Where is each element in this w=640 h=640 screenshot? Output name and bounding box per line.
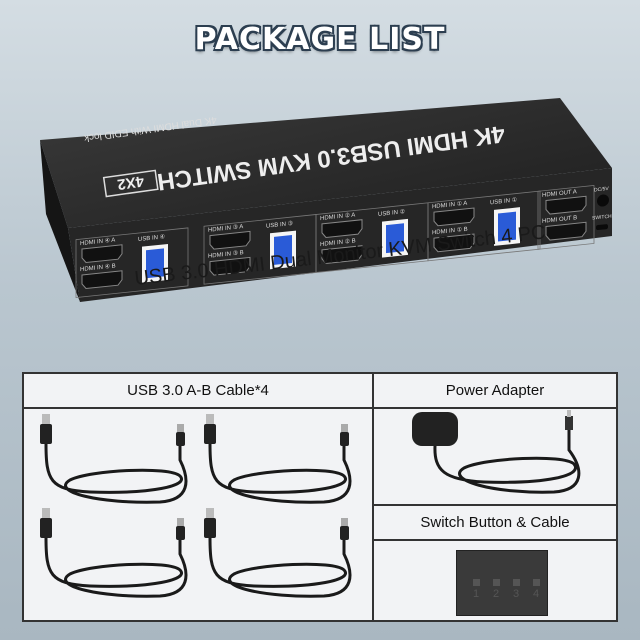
switch-header: Switch Button & Cable: [374, 506, 616, 541]
page-title: PACKAGE LIST: [194, 22, 446, 57]
switch-button-3: 3: [511, 579, 521, 600]
port-group: [427, 190, 541, 262]
hdmi-out-b-label: HDMI OUT B: [542, 215, 577, 225]
hdmi-port: [81, 270, 123, 290]
switch-number: 3: [512, 588, 520, 600]
hdmi-port: [433, 233, 475, 253]
switch-number: 4: [532, 588, 540, 600]
dc-power-jack: [597, 194, 609, 207]
hdmi-port: [209, 230, 251, 250]
kvm-switch-device: 4K Dual HDMI With EDID lock 4K HDMI USB3…: [40, 98, 612, 302]
hdmi-out-a-label: HDMI OUT A: [542, 189, 577, 199]
hdmi-port: [81, 244, 123, 264]
port-group: [75, 227, 189, 299]
hdmi-b-label: HDMI IN ④ B: [80, 262, 116, 273]
hdmi-port: [209, 256, 251, 276]
switch-number: 2: [492, 588, 500, 600]
switch-number: 1: [472, 588, 480, 600]
hdmi-a-label: HDMI IN ④ A: [80, 236, 115, 247]
hdmi-b-label: HDMI IN ① B: [432, 226, 468, 237]
device-left-side: [40, 140, 80, 302]
hdmi-port: [321, 245, 363, 264]
divider: [372, 374, 374, 620]
hdmi-port: [433, 207, 475, 227]
usb-cable-image: [204, 414, 352, 504]
hdmi-out-port: [545, 195, 587, 215]
package-contents: USB 3.0 A-B Cable*4 Power Adapter Switch…: [22, 372, 618, 622]
usb-label: USB IN ④: [138, 233, 165, 243]
switch-label: SWITCH: [592, 214, 612, 222]
hdmi-a-label: HDMI IN ① A: [432, 200, 467, 211]
switch-port: [596, 224, 608, 231]
divider: [374, 504, 616, 506]
usb-label: USB IN ②: [378, 208, 405, 218]
switch-button-2: 2: [491, 579, 501, 600]
switch-button-4: 4: [531, 579, 541, 600]
device-top-face: [40, 98, 612, 228]
usb-cable-image: [40, 414, 188, 504]
hdmi-port: [321, 219, 363, 238]
switch-button-1: 1: [471, 579, 481, 600]
device-badge: 4X2: [116, 172, 145, 193]
cables-header: USB 3.0 A-B Cable*4: [24, 374, 372, 409]
hdmi-out-port: [545, 221, 587, 241]
adapter-header: Power Adapter: [374, 374, 616, 409]
hdmi-a-label: HDMI IN ② A: [320, 211, 355, 222]
usb-cable-image: [40, 508, 188, 598]
usb-label: USB IN ③: [266, 220, 293, 230]
usb-label: USB IN ①: [490, 197, 517, 207]
power-adapter-image: [412, 410, 581, 494]
hdmi-b-label: HDMI IN ③ B: [208, 249, 244, 260]
hdmi-b-label: HDMI IN ② B: [320, 237, 356, 248]
dc-label: DC/5V: [594, 186, 609, 194]
usb-cable-image: [204, 508, 352, 598]
hdmi-a-label: HDMI IN ③ A: [208, 223, 243, 234]
